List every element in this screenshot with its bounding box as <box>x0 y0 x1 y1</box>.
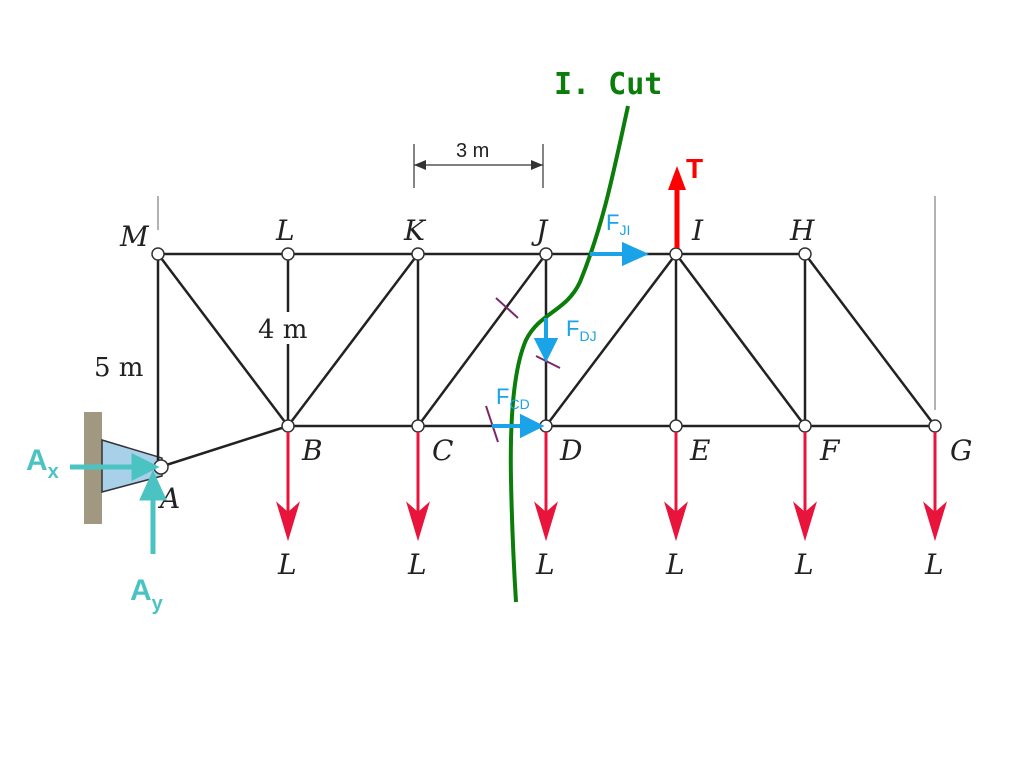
reaction-ay-head <box>139 469 167 501</box>
force-fcd-head <box>520 413 545 439</box>
dim-height-inner-label: 4 m <box>258 315 307 345</box>
joint-c <box>411 419 425 433</box>
member-bk <box>287 253 419 427</box>
member-force-arrows <box>492 241 649 439</box>
force-label-fdj-main: F <box>566 316 579 341</box>
dim-panel-label: 3 m <box>456 140 489 162</box>
dim-height-left-label: 5 m <box>94 353 143 383</box>
dimensions: 3 m 4 m 5 m <box>94 140 544 383</box>
tension-force: T <box>668 153 703 248</box>
member-cj <box>416 253 548 427</box>
joint-h <box>798 247 812 261</box>
load-head-g <box>923 501 947 542</box>
force-fji-head <box>622 241 649 267</box>
reaction-labels: Ax Ay <box>26 444 164 615</box>
joint-b <box>281 419 295 433</box>
cut-tick-icon <box>495 297 519 319</box>
node-label-k: K <box>403 214 427 247</box>
load-label-f: L <box>794 548 814 581</box>
node-label-c: C <box>432 434 453 467</box>
joint-e <box>669 419 683 433</box>
load-arrows <box>276 432 947 542</box>
reaction-ax-head <box>131 452 160 482</box>
node-label-h: H <box>789 214 815 247</box>
load-label-c: L <box>407 548 427 581</box>
dim-arrow-left <box>414 160 426 170</box>
force-label-fji-main: F <box>606 210 619 235</box>
load-label-e: L <box>665 548 685 581</box>
force-label-fcd: FCD <box>496 384 530 412</box>
reaction-label-ay: Ay <box>130 574 164 615</box>
member-ab <box>159 424 289 469</box>
load-head-f <box>793 501 817 542</box>
node-label-g: G <box>950 434 972 467</box>
node-label-f: F <box>819 434 841 467</box>
node-labels: M L K J I H A B C D E F G <box>119 214 972 515</box>
force-label-fji: FJI <box>606 210 630 238</box>
cut-line <box>508 105 630 603</box>
reaction-label-ay-main: A <box>130 574 152 607</box>
node-label-a: A <box>157 482 180 515</box>
node-label-e: E <box>689 434 710 467</box>
reaction-label-ax-sub: x <box>48 461 59 483</box>
force-label-fdj-sub: DJ <box>579 328 596 344</box>
node-label-l: L <box>275 214 295 247</box>
reaction-arrows <box>70 452 167 554</box>
member-hg <box>804 253 936 427</box>
node-label-j: J <box>531 214 549 247</box>
cut-label: I. Cut <box>554 67 662 102</box>
reaction-label-ax-main: A <box>26 444 48 477</box>
member-di <box>545 253 677 427</box>
joint-j <box>539 247 553 261</box>
force-label-fdj: FDJ <box>566 316 597 344</box>
node-label-m: M <box>119 220 150 253</box>
load-label-d: L <box>535 548 555 581</box>
load-label-b: L <box>277 548 297 581</box>
member-if <box>675 253 806 427</box>
force-label-fji-sub: JI <box>619 222 630 238</box>
joints <box>151 247 942 475</box>
joint-f <box>798 419 812 433</box>
joint-l <box>281 247 295 261</box>
load-head-e <box>664 501 688 542</box>
member-mb <box>157 253 289 427</box>
load-labels: L L L L L L <box>277 548 944 581</box>
truss-members <box>156 252 936 469</box>
reaction-label-ax: Ax <box>26 444 59 483</box>
load-head-b <box>276 501 300 542</box>
joint-i <box>669 247 683 261</box>
cut-tick-icon <box>535 355 561 369</box>
member-force-labels: FJI FDJ FCD <box>496 210 630 412</box>
force-label-fcd-main: F <box>496 384 509 409</box>
tension-label: T <box>686 153 703 184</box>
tension-arrow-head <box>668 166 686 190</box>
joint-k <box>411 247 425 261</box>
force-label-fcd-sub: CD <box>509 396 529 412</box>
load-head-d <box>534 501 558 542</box>
load-label-g: L <box>924 548 944 581</box>
force-fdj-head <box>533 338 559 363</box>
reaction-label-ay-sub: y <box>152 593 164 615</box>
joint-m <box>151 247 165 261</box>
node-label-i: I <box>691 214 704 247</box>
node-label-b: B <box>301 434 323 467</box>
node-label-d: D <box>559 434 582 467</box>
joint-g <box>928 419 942 433</box>
load-head-c <box>406 501 430 542</box>
dim-arrow-right <box>531 160 543 170</box>
